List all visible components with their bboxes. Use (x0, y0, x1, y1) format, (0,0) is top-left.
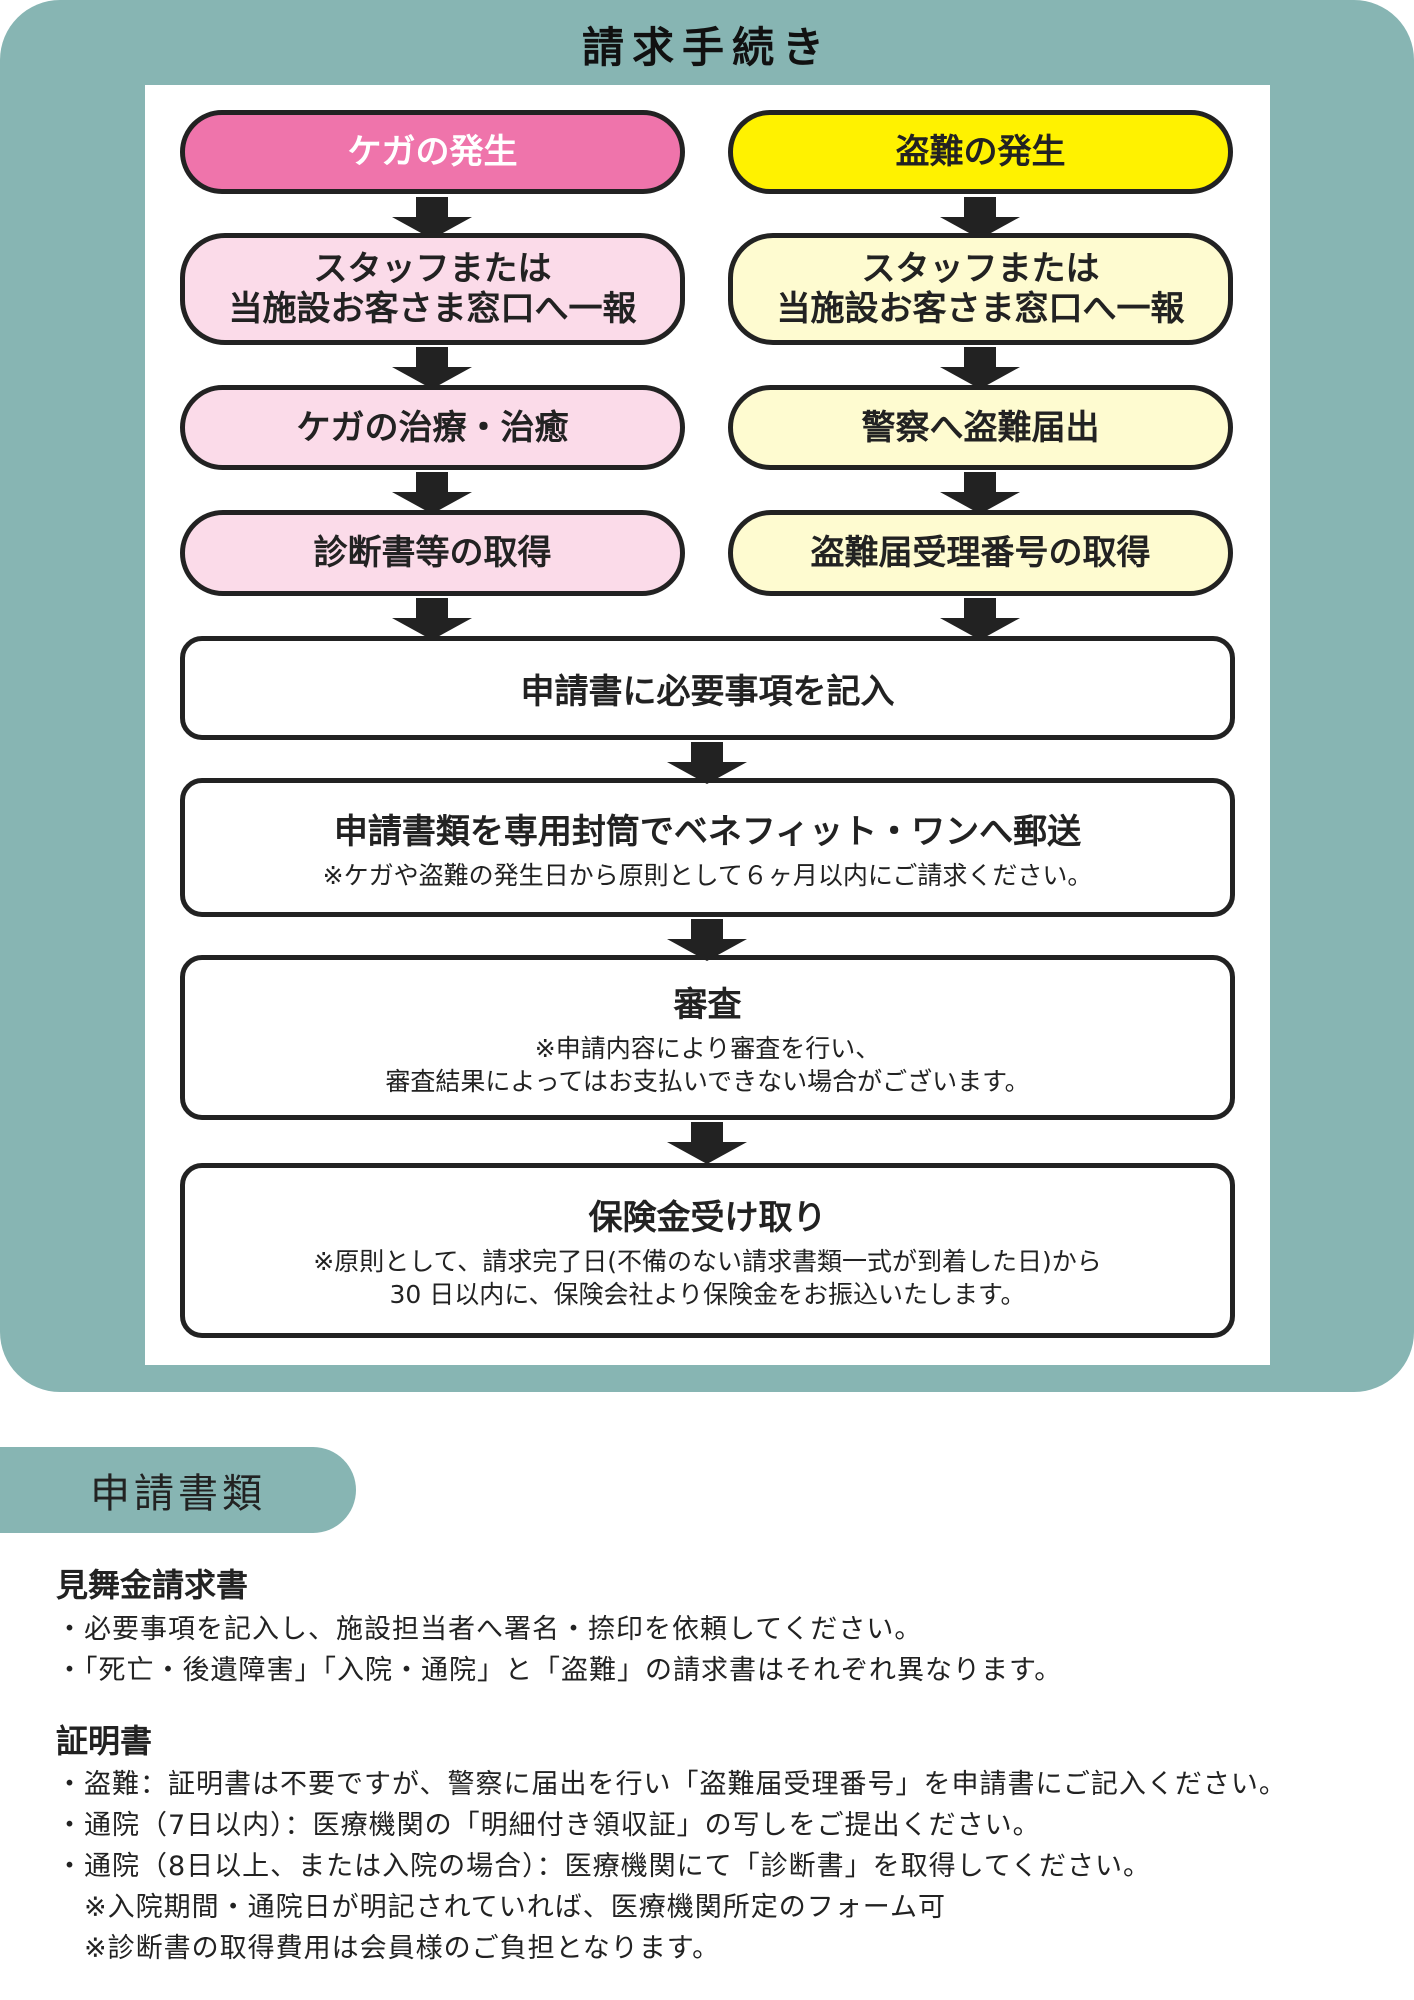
injury-treatment: ケガの治療・治癒 (180, 385, 685, 470)
injury-report: スタッフまたは当施設お客さま窓口へ一報 (180, 233, 685, 345)
claim-procedure-panel: 請求手続き ケガの発生 スタッフまたは当施設お客さま窓口へ一報 ケガの治療・治癒… (0, 0, 1414, 1392)
certificate-heading: 証明書 (56, 1722, 153, 1760)
certificate-line: ・通院（7日以内）：医療機関の「明細付き領収証」の写しをご提出ください。 (56, 1810, 1041, 1841)
certificate-line: ・盗難：証明書は不要ですが、警察に届出を行い「盗難届受理番号」を申請書にご記入く… (56, 1769, 1287, 1800)
section-label: 申請書類 (0, 1447, 356, 1533)
theft-occurrence: 盗難の発生 (728, 110, 1233, 194)
step-fill-form: 申請書に必要事項を記入 (180, 636, 1235, 740)
theft-police-report: 警察へ盗難届出 (728, 385, 1233, 470)
injury-occurrence: ケガの発生 (180, 110, 685, 194)
step-mail-documents: 申請書類を専用封筒でベネフィット・ワンへ郵送※ケガや盗難の発生日から原則として６… (180, 778, 1235, 917)
theft-report: スタッフまたは当施設お客さま窓口へ一報 (728, 233, 1233, 345)
theft-receipt-number: 盗難届受理番号の取得 (728, 510, 1233, 596)
certificate-line: ・通院（8日以上、または入院の場合）：医療機関にて「診断書」を取得してください。 (56, 1851, 1152, 1882)
certificate-line: ※診断書の取得費用は会員様のご負担となります。 (56, 1933, 721, 1964)
claim-form-heading: 見舞金請求書 (56, 1566, 249, 1604)
step-review: 審査※申請内容により審査を行い、審査結果によってはお支払いできない場合がございま… (180, 955, 1235, 1120)
injury-certificate: 診断書等の取得 (180, 510, 685, 596)
panel-title: 請求手続き (581, 23, 832, 72)
claim-form-line: ・「死亡・後遺障害」「入院・通院」と「盗難」の請求書はそれぞれ異なります。 (56, 1655, 1063, 1686)
claim-form-line: ・必要事項を記入し、施設担当者へ署名・捺印を依頼してください。 (56, 1614, 923, 1645)
certificate-line: ※入院期間・通院日が明記されていれば、医療機関所定のフォーム可 (56, 1892, 947, 1923)
step-receive-payment: 保険金受け取り※原則として、請求完了日(不備のない請求書類一式が到着した日)から… (180, 1163, 1235, 1338)
flowchart: ケガの発生 スタッフまたは当施設お客さま窓口へ一報 ケガの治療・治癒 診断書等の… (145, 85, 1270, 1365)
